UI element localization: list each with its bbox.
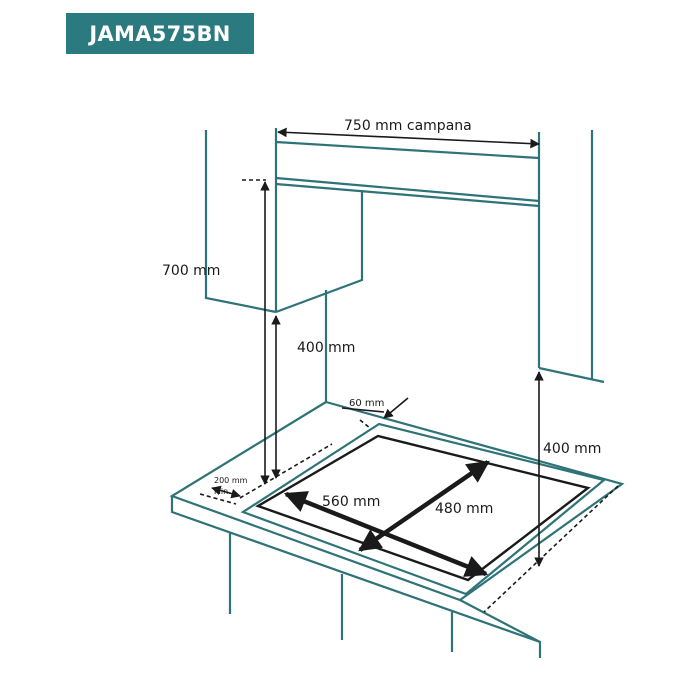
side-min-label: Min. [214, 487, 231, 496]
hood-width-label: 750 mm campana [344, 118, 472, 134]
hood-width-arrow [277, 127, 540, 149]
range-hood [274, 128, 541, 368]
cutout-depth-label: 480 mm [435, 501, 493, 517]
side-clearance-line-2 [199, 493, 237, 505]
front-clearance-line [483, 485, 619, 613]
hob-cutout [240, 422, 607, 596]
left-wall-cabinet [204, 130, 364, 314]
model-badge: JAMA575BN [66, 13, 254, 54]
depth-60-mark [359, 419, 371, 429]
side-200-arrow [211, 485, 241, 499]
height-400-right-label: 400 mm [543, 441, 601, 457]
side-200-label: 200 mm [214, 476, 248, 485]
model-name: JAMA575BN [89, 21, 231, 46]
right-wall-cabinet [538, 130, 605, 384]
cutout-width-label: 560 mm [322, 494, 380, 510]
height-700-label: 700 mm [162, 263, 220, 279]
cutout-depth-arrow [358, 460, 490, 552]
side-clearance-line [239, 443, 333, 499]
depth-60-label: 60 mm [349, 398, 384, 409]
depth-60-arrow [383, 397, 409, 419]
depth-60-leader [341, 407, 385, 413]
countertop [169, 400, 625, 658]
height-400-left-label: 400 mm [297, 340, 355, 356]
